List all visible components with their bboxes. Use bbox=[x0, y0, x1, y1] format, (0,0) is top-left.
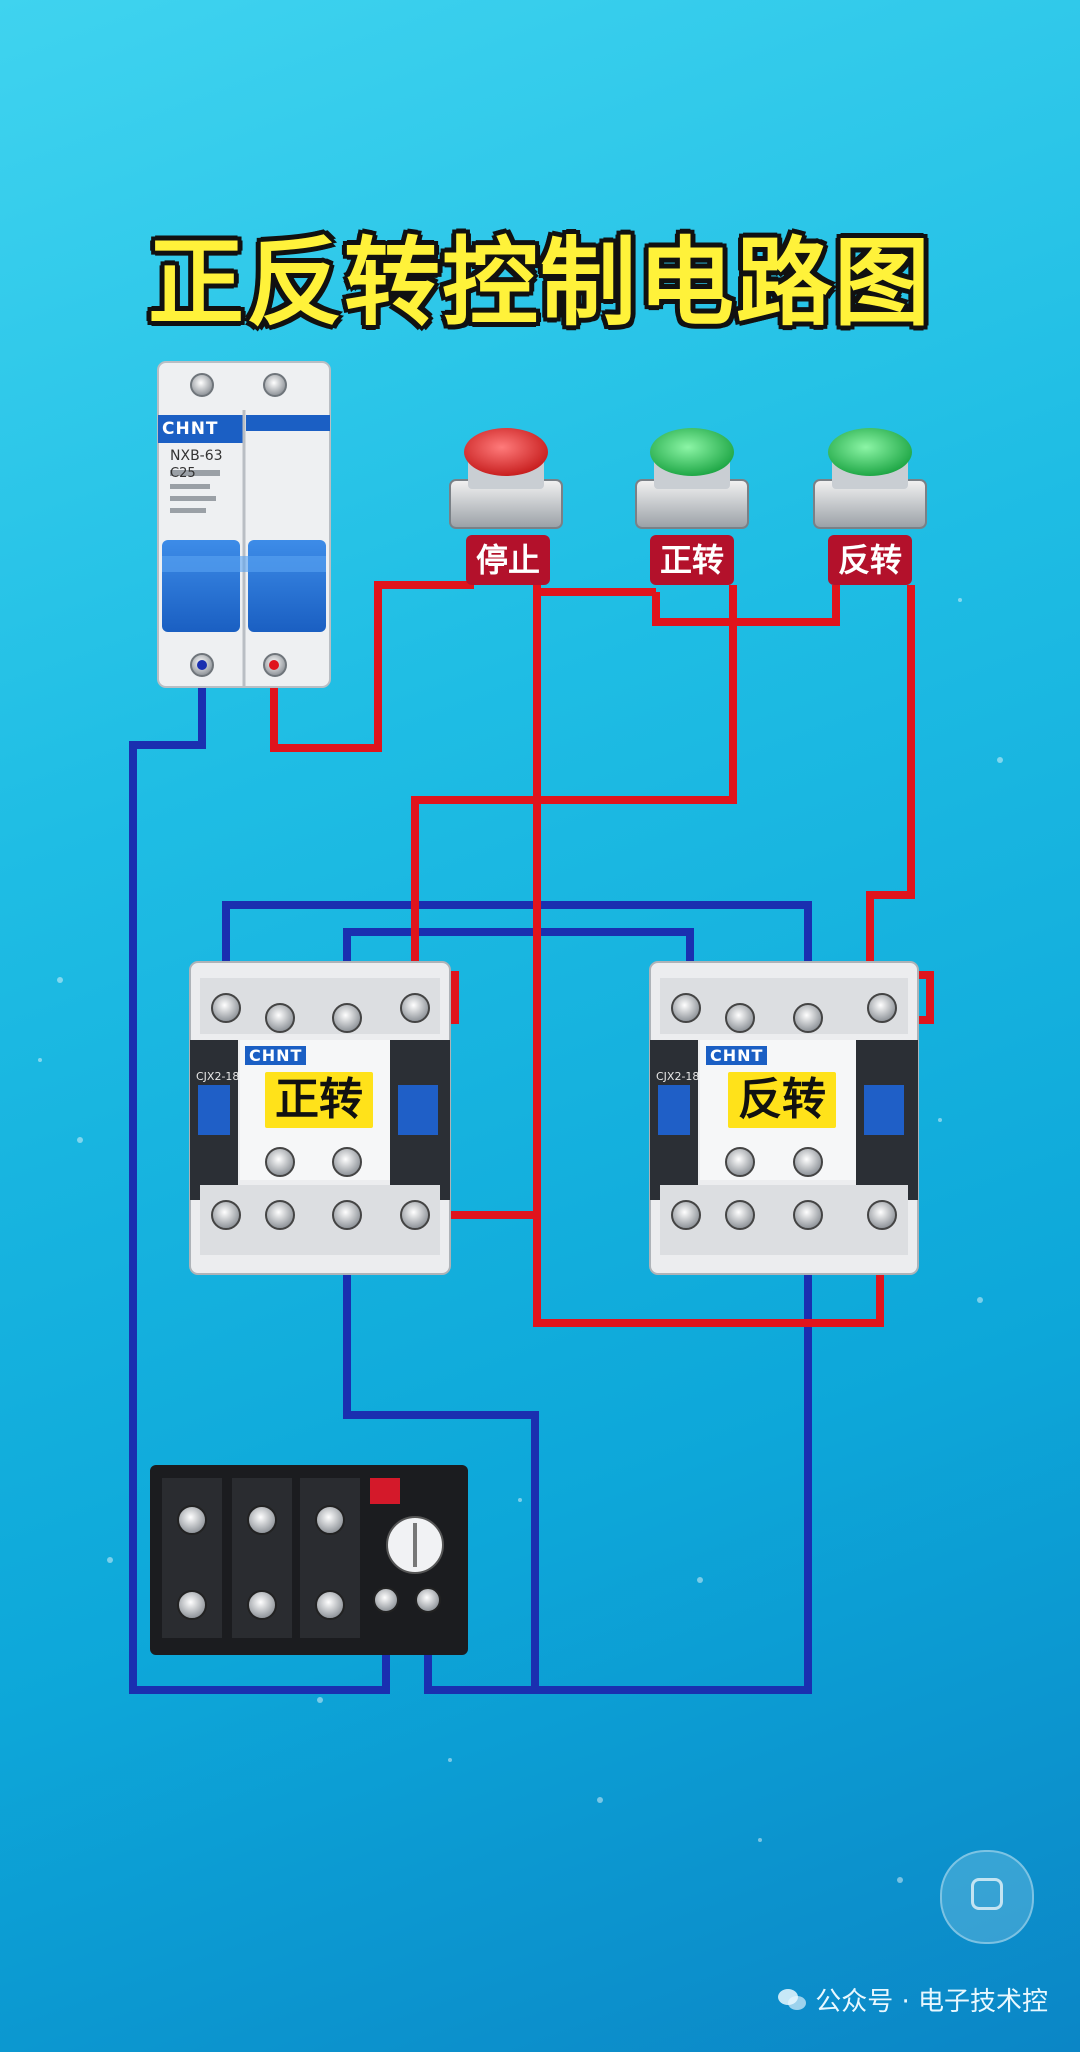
red-wire-fwd bbox=[411, 585, 737, 975]
watermark: 公众号 · 电子技术控 bbox=[777, 1981, 1048, 2018]
push-button-stop bbox=[449, 428, 563, 529]
contactor-reverse-brand: CHNT bbox=[706, 1046, 768, 1065]
assistant-icon bbox=[971, 1878, 1003, 1910]
screw-icon bbox=[190, 373, 214, 397]
red-wire-stop-bus-2 bbox=[652, 585, 840, 626]
thermal-overload-relay bbox=[150, 1465, 468, 1655]
test-button-icon bbox=[370, 1478, 400, 1504]
blue-wire-coil-fwd bbox=[343, 1165, 539, 1690]
contactor-reverse-model: CJX2-18 bbox=[656, 1070, 700, 1083]
red-wire-rev bbox=[866, 585, 915, 975]
blue-wire-neutral bbox=[129, 668, 390, 1694]
wire-terminals bbox=[197, 660, 279, 670]
reverse-button-label: 反转 bbox=[828, 535, 912, 585]
page-title: 正反转控制电路图 bbox=[148, 227, 932, 339]
reverse-button-cap-icon bbox=[828, 428, 912, 476]
stop-button-label: 停止 bbox=[466, 535, 550, 585]
stop-button-cap-icon bbox=[464, 428, 548, 476]
forward-button-label: 正转 bbox=[650, 535, 734, 585]
contactor-forward-label: 正转 bbox=[265, 1072, 373, 1128]
circuit-breaker bbox=[157, 361, 331, 688]
screw-icon bbox=[263, 373, 287, 397]
forward-button-cap-icon bbox=[650, 428, 734, 476]
background-dots bbox=[38, 598, 1003, 1883]
breaker-model: NXB-63 bbox=[170, 448, 223, 464]
contactor-reverse-label: 反转 bbox=[728, 1072, 836, 1128]
breaker-brand: CHNT bbox=[162, 419, 219, 439]
contactor-forward-brand: CHNT bbox=[245, 1046, 307, 1065]
contactor-forward-model: CJX2-18 bbox=[196, 1070, 240, 1083]
push-button-reverse bbox=[813, 428, 927, 529]
wechat-icon bbox=[777, 1987, 807, 2013]
push-button-forward bbox=[635, 428, 749, 529]
red-wire-supply bbox=[270, 581, 474, 752]
watermark-text: 公众号 · 电子技术控 bbox=[815, 1987, 1048, 2017]
floating-assistant-button[interactable] bbox=[940, 1850, 1034, 1944]
red-wire-stop-bus bbox=[533, 585, 656, 596]
breaker-rating: C25 bbox=[170, 466, 196, 481]
